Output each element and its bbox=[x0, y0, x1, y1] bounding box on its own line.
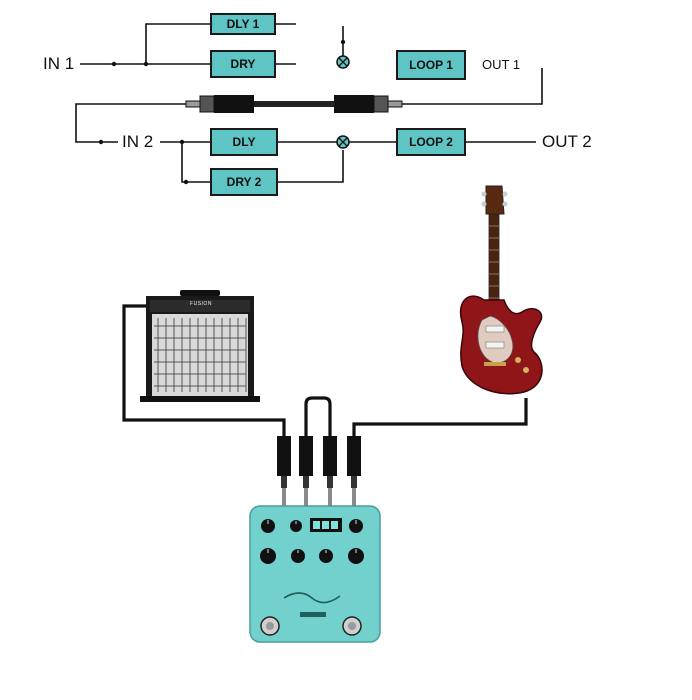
jack-plug-icon bbox=[347, 436, 361, 506]
signal-flow-lines bbox=[75, 23, 543, 183]
junction-dots bbox=[98, 39, 346, 185]
dly2-block: DLY bbox=[210, 128, 278, 156]
in1-label: IN 1 bbox=[43, 54, 75, 73]
out2-label: OUT 2 bbox=[542, 132, 592, 151]
jack-plugs bbox=[277, 436, 361, 506]
pedal-logo bbox=[283, 592, 341, 604]
jack-plug-icon bbox=[323, 436, 337, 506]
amplifier-icon bbox=[140, 290, 260, 402]
guitar-icon bbox=[459, 185, 543, 395]
jack-plug-icon bbox=[277, 436, 291, 506]
footswitch-icon bbox=[342, 616, 362, 636]
pedal-knobs bbox=[260, 519, 364, 564]
loop2-block: LOOP 2 bbox=[396, 128, 466, 156]
out1-label: OUT 1 bbox=[482, 57, 521, 72]
connection-cables bbox=[122, 304, 528, 436]
dry1-block: DRY bbox=[210, 50, 276, 78]
footswitch-icon bbox=[260, 616, 280, 636]
amp-brand-label: FUSION bbox=[190, 301, 212, 307]
patch-cable-icon bbox=[185, 95, 403, 113]
in2-label: IN 2 bbox=[122, 132, 154, 151]
dly1-block: DLY 1 bbox=[210, 13, 276, 35]
effects-pedal bbox=[249, 505, 381, 643]
mixer-icon bbox=[336, 55, 350, 69]
loop1-block: LOOP 1 bbox=[396, 50, 466, 80]
dry2-block: DRY 2 bbox=[210, 168, 278, 196]
jack-plug-icon bbox=[299, 436, 313, 506]
mixer-icon bbox=[336, 135, 350, 149]
